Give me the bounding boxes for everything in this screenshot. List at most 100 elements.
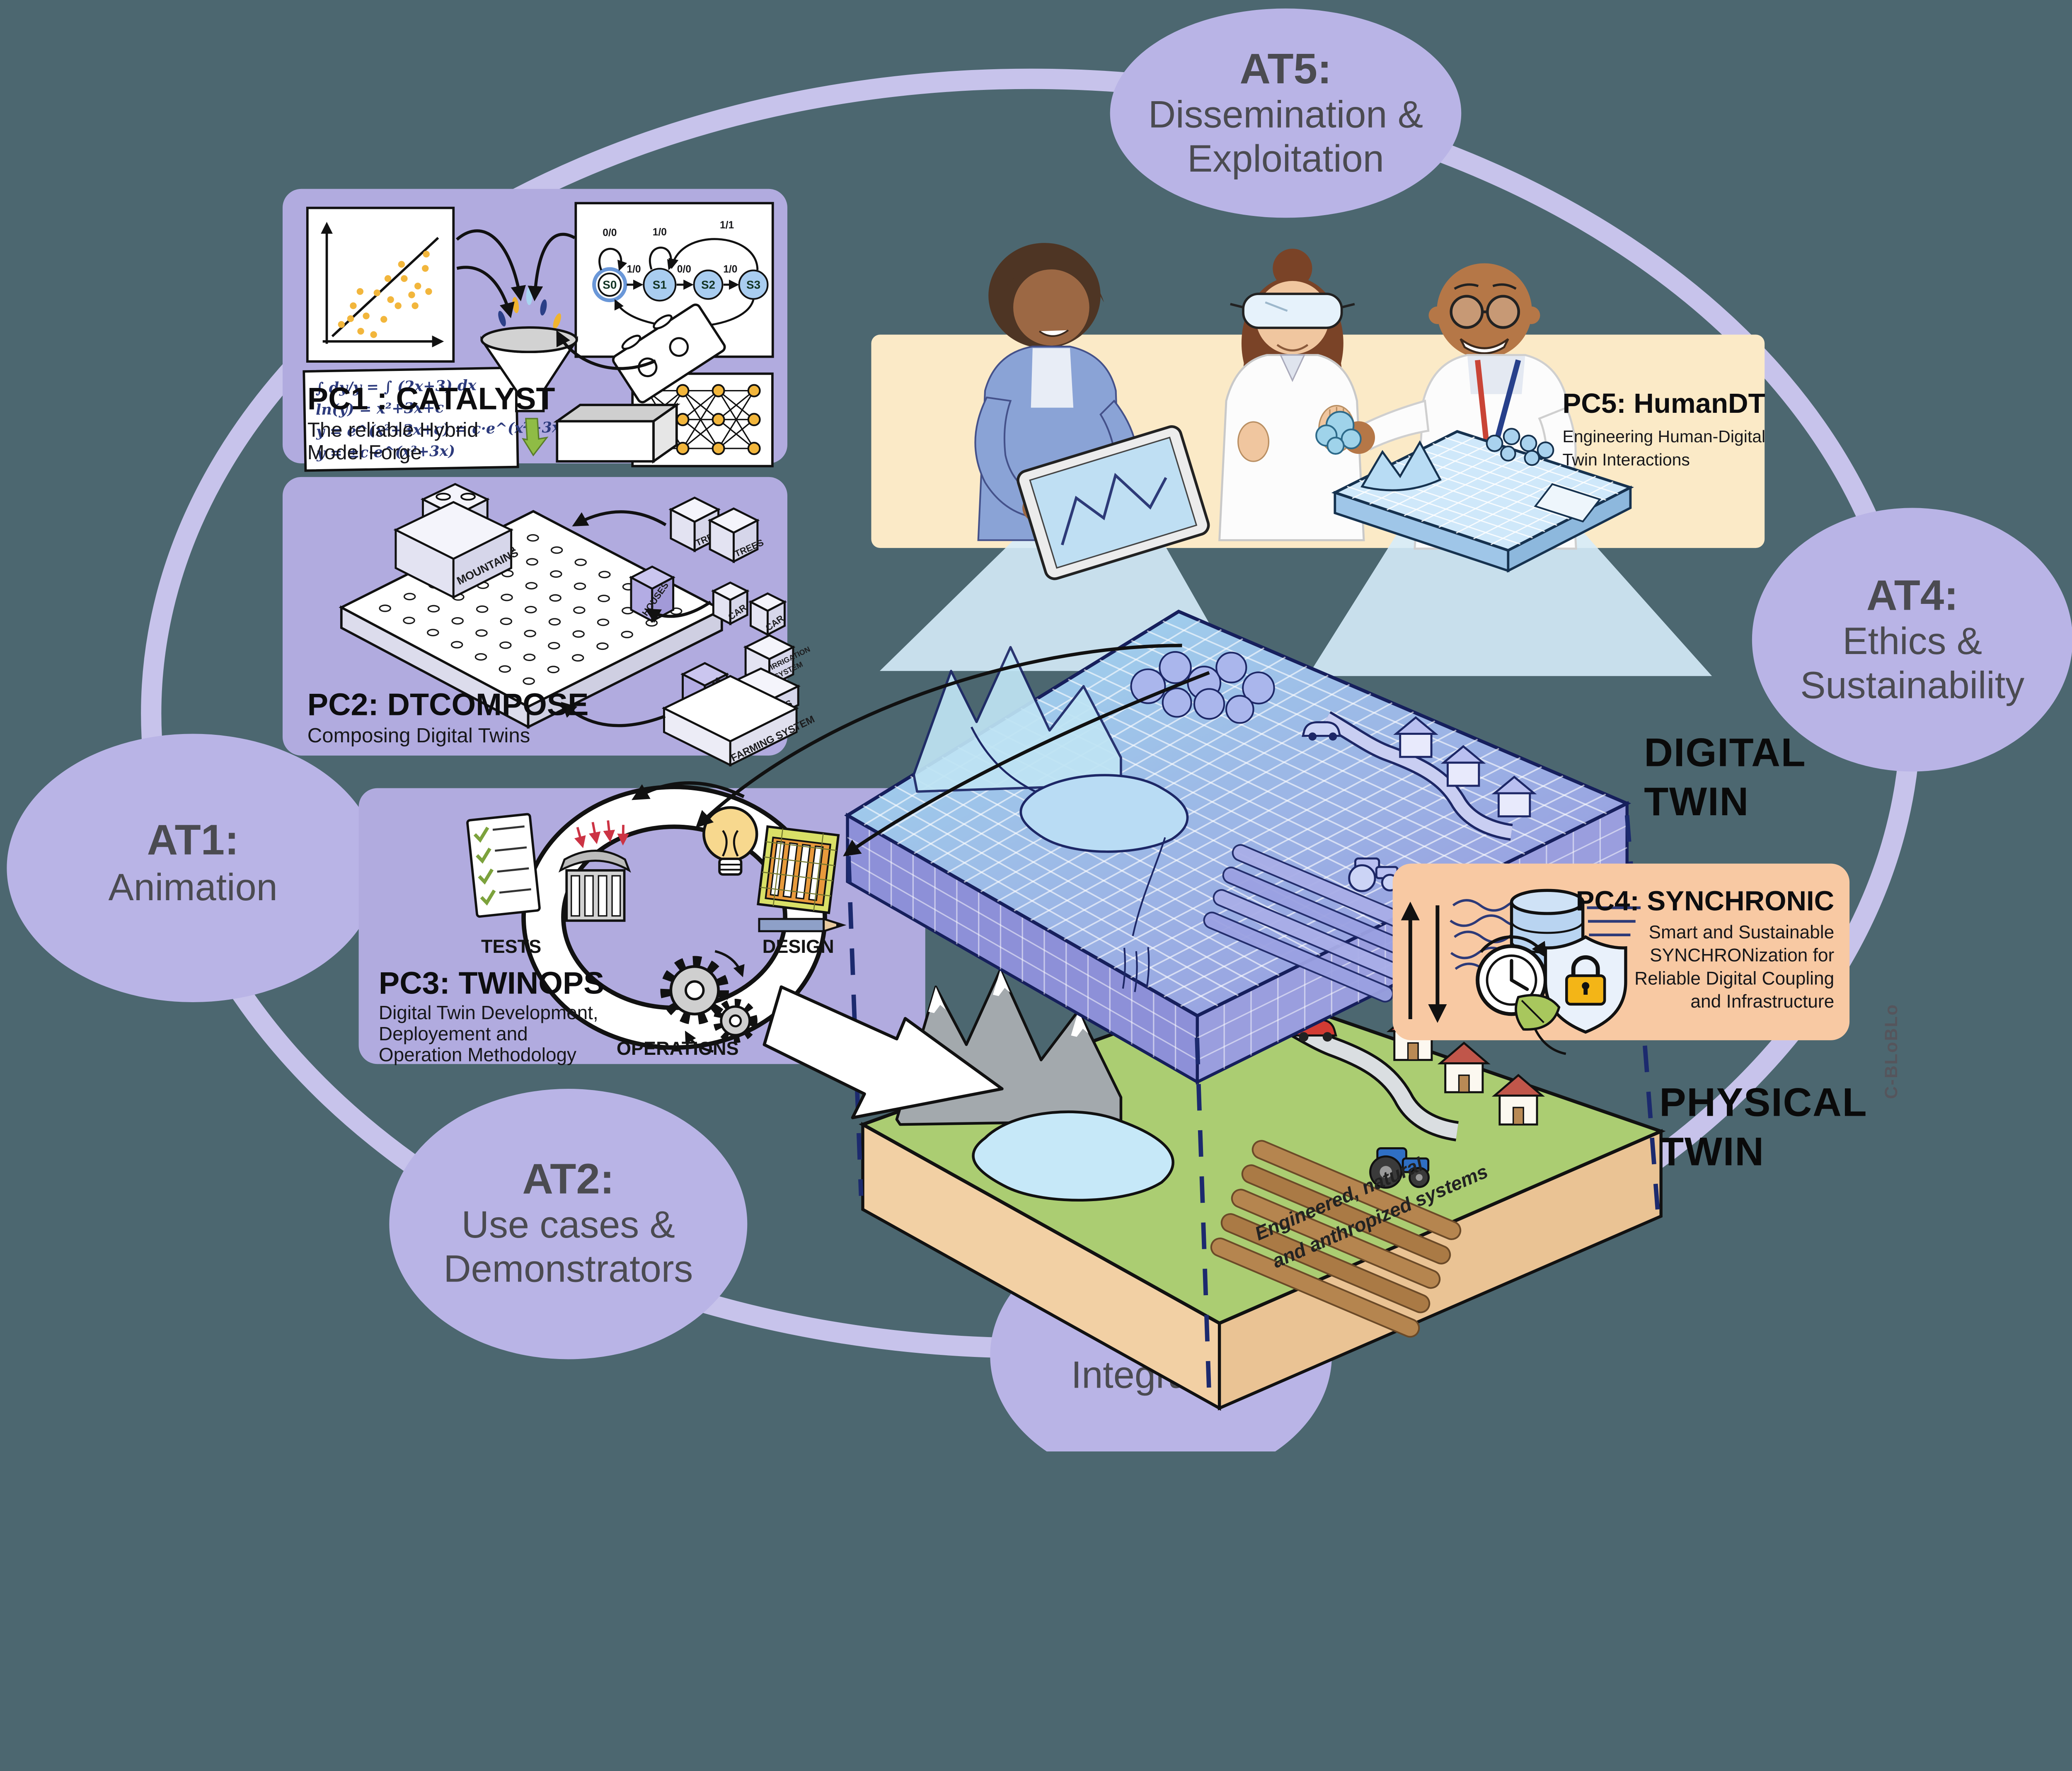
grid-line <box>1432 443 1606 501</box>
lego-stud <box>500 618 513 625</box>
digital-twin-project-diagram: AT1: Animation AT2: Use cases & Demonstr… <box>7 8 2072 1452</box>
state-s1: S1 <box>653 279 667 291</box>
digital-mountains <box>913 646 1122 793</box>
pc1-title: PC1 : CATALYST <box>307 381 555 416</box>
devops-ring <box>525 789 823 1046</box>
lego-stud <box>597 618 610 626</box>
cycle-design-label: DESIGN <box>762 936 834 957</box>
formula-4: y = ±c·e^(x²+3x) <box>316 443 455 462</box>
at4-bubble: AT4: Ethics & Sustainability <box>1752 508 2072 772</box>
digital-houses <box>1393 716 1537 818</box>
pc1-subtitle-1: The reliable Hybrid <box>307 418 479 441</box>
sync-arrows-icon <box>1401 901 1447 1023</box>
at5-ellipse <box>1110 8 1462 218</box>
pc4-sub-2: SYNCHRONization for <box>1650 945 1834 966</box>
at2-line2: Use cases & <box>462 1204 675 1246</box>
at1-line2: Animation <box>108 866 277 909</box>
lego-stud <box>523 653 536 661</box>
lego-stud <box>527 534 539 542</box>
trans-s1-s2: 0/0 <box>677 264 691 275</box>
physical-twin-label-1: PHYSICAL <box>1659 1080 1867 1125</box>
digital-fields <box>1203 844 1423 1003</box>
lego-stud <box>499 641 512 649</box>
grid-line <box>1068 678 1484 875</box>
at5-line3: Exploitation <box>1187 138 1384 180</box>
at1-ellipse <box>7 734 379 1003</box>
physical-tractor <box>1369 1147 1430 1189</box>
lego-stud <box>621 630 633 638</box>
lego-stud <box>574 582 586 590</box>
shield-lock-icon <box>1544 935 1627 1034</box>
brick-mountains: MOUNTAINS <box>393 483 520 599</box>
at2-bubble: AT2: Use cases & Demonstrators <box>389 1089 748 1359</box>
pc5-title: PC5: HumanDT <box>1562 388 1765 419</box>
design-sketch-icon <box>757 825 840 914</box>
physical-twin-label-2: TWIN <box>1659 1129 1765 1174</box>
digital-waterfall <box>1122 837 1166 992</box>
pc4-synchronic-panel: PC4: SYNCHRONIC Smart and Sustainable SY… <box>1392 863 1850 1055</box>
lego-stud <box>550 570 562 578</box>
pencil-icon <box>758 917 847 933</box>
pc2-compose-arrows <box>561 510 712 727</box>
vr-headset-icon <box>1230 293 1355 329</box>
at5-bubble: AT5: Dissemination & Exploitation <box>1110 8 1462 218</box>
brick-car-2: CAR <box>748 592 787 637</box>
lego-stud <box>475 629 488 637</box>
pc2-dtcompose-panel: MOUNTAINS HOUSES TREES TREES CAR <box>282 477 816 767</box>
lego-stud <box>379 604 391 612</box>
physical-lake <box>972 1110 1174 1202</box>
digital-twin <box>844 609 1631 1085</box>
foam-blob <box>1315 411 1362 455</box>
sync-dash-center <box>1195 1037 1212 1397</box>
tablet-icon <box>1017 425 1210 580</box>
cycle-operations-label: OPERATIONS <box>617 1038 739 1059</box>
lego-stud <box>573 606 586 614</box>
digital-car <box>1302 721 1341 741</box>
tested-building-icon <box>558 820 631 922</box>
pc1-catalyst-panel: S0 S1 S2 S3 0/0 1/0 1/1 1/0 0/0 1/0 0/0 … <box>282 189 788 472</box>
grid-line <box>1164 784 1585 998</box>
grid-line <box>910 775 1280 976</box>
grid-line <box>1052 688 1464 885</box>
lego-stud <box>548 618 561 626</box>
grid-line <box>1080 739 1478 950</box>
lego-stud <box>501 594 513 601</box>
lego-stud <box>403 616 415 624</box>
grid-line <box>963 675 1329 883</box>
grid-line <box>1347 486 1521 545</box>
lego-stud <box>427 629 439 637</box>
lego-stud <box>572 630 585 638</box>
brick-trees-2: TREES <box>707 507 765 563</box>
lego-stud <box>524 606 537 613</box>
physical-fields <box>1210 1140 1462 1338</box>
lego-stud <box>598 571 611 579</box>
leaf-icon <box>1515 994 1566 1055</box>
pc3-title: PC3: TWINOPS <box>379 966 605 1001</box>
lego-stud <box>499 665 511 673</box>
pc3-sub-1: Digital Twin Development, <box>379 1002 598 1023</box>
formula-2: ln(y) = x²+3x+c <box>316 399 444 418</box>
lego-stud <box>598 594 610 602</box>
checklist-icon <box>466 813 541 918</box>
lego-stud <box>596 642 609 650</box>
pc4-sub-3: Reliable Digital Coupling <box>1634 968 1834 988</box>
grid-line <box>1130 766 1542 979</box>
lego-stud <box>524 630 536 637</box>
trans-s0-s1: 1/0 <box>627 264 641 275</box>
grid-line <box>894 785 1259 986</box>
pc5-sub-2: Twin Interactions <box>1562 450 1690 469</box>
model-trees <box>1486 428 1554 466</box>
model-table <box>1331 428 1634 573</box>
formula-1: ∫ dy/y = ∫ (2x+3) dx <box>315 377 477 397</box>
at2-line1: AT2: <box>522 1155 614 1203</box>
lego-stud <box>548 642 560 649</box>
lego-stud <box>474 653 487 661</box>
gears-icon <box>660 950 758 1053</box>
at4-line3: Sustainability <box>1800 664 2024 706</box>
digital-twin-label-1: DIGITAL <box>1644 730 1806 775</box>
brick-car-1: CAR <box>711 581 750 625</box>
lego-lid-brick <box>612 303 726 404</box>
artist-signature: C-BLoBLo <box>1881 1003 1901 1099</box>
grid-line <box>1030 711 1414 921</box>
lego-stud <box>526 558 538 566</box>
